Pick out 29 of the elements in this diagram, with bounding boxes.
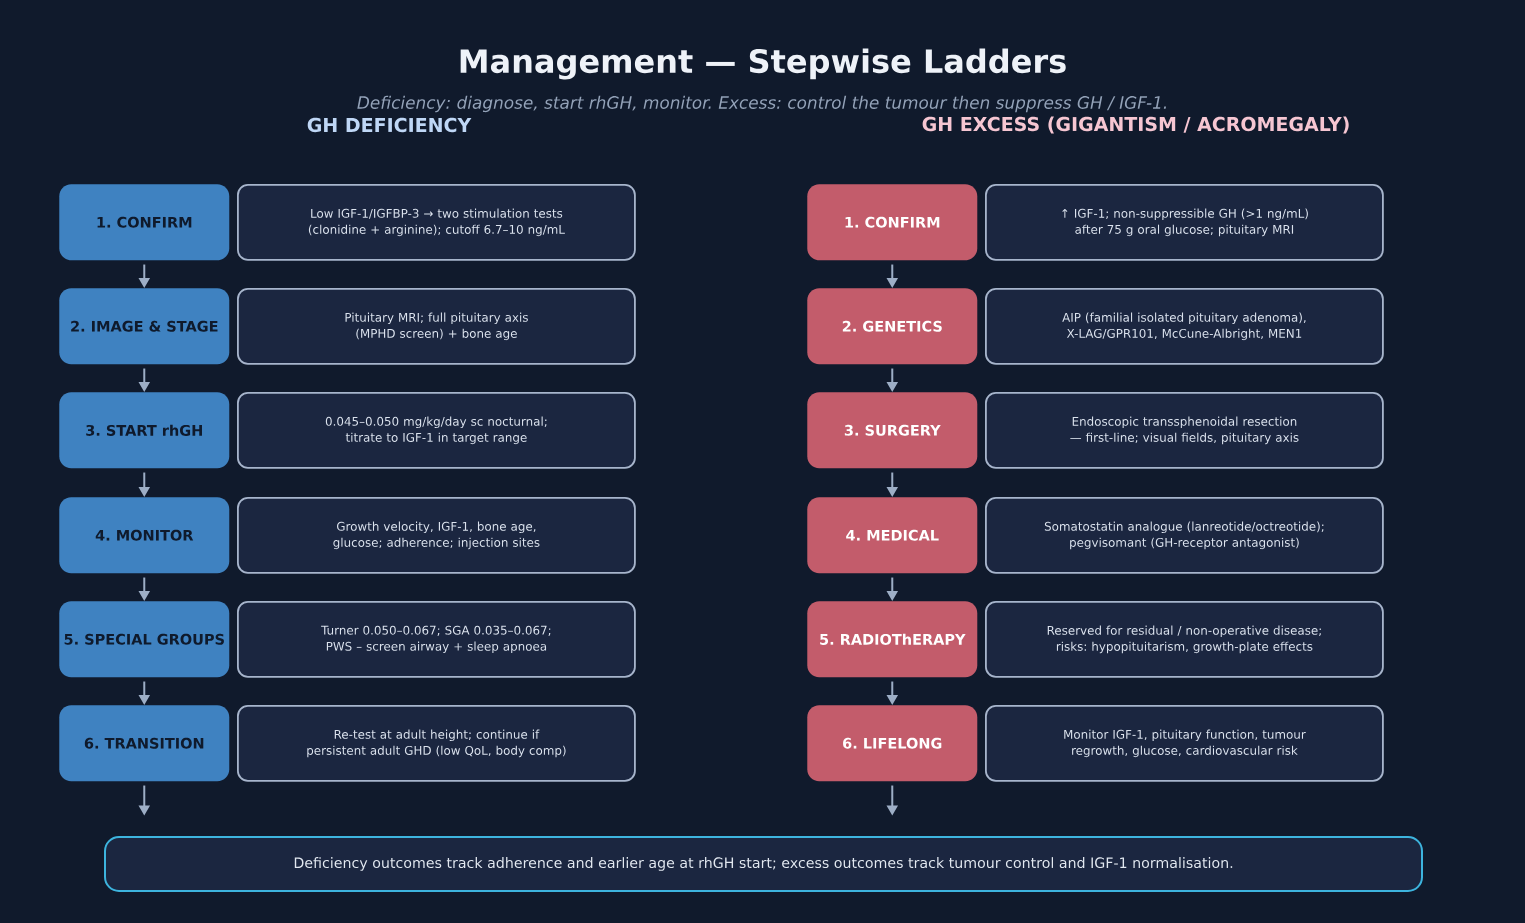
step-box: 6. LIFELONG [807, 705, 978, 782]
detail-box: Endoscopic transsphenoidal resection — first-line; visual fields, pituitary axis [985, 392, 1384, 469]
detail-box: Reserved for residual / non-operative disease; risks: hypopituitarism, growth-plate effects [985, 601, 1384, 678]
detail-box: Low IGF-1/IGFBP-3 → two stimulation tests (clonidine + arginine); cutoff 6.7–10 ng/mL [237, 184, 636, 261]
step-box: 4. MEDICAL [807, 497, 978, 574]
detail-box: 0.045–0.050 mg/kg/day sc nocturnal; titrate to IGF-1 in target range [237, 392, 636, 469]
step-box: 1. CONFIRM [59, 184, 230, 261]
detail-box: Turner 0.050–0.067; SGA 0.035–0.067; PWS – screen airway + sleep apnoea [237, 601, 636, 678]
detail-box: Somatostatin analogue (lanreotide/octreotide); pegvisomant (GH-receptor antagonist) [985, 497, 1384, 574]
step-box: 5. SPECIAL GROUPS [59, 601, 230, 678]
detail-box: Re-test at adult height; continue if persistent adult GHD (low QoL, body comp) [237, 705, 636, 782]
step-box: 2. GENETICS [807, 288, 978, 365]
detail-box: Growth velocity, IGF-1, bone age, glucose; adherence; injection sites [237, 497, 636, 574]
title: Management — Stepwise Ladders [460, 48, 1066, 80]
subtitle: Deficiency: diagnose, start rhGH, monitor. Excess: control the tumour then suppress GH / IGF-1. [357, 95, 1166, 113]
step-box: 6. TRANSITION [59, 705, 230, 782]
detail-box: Pituitary MRI; full pituitary axis (MPHD screen) + bone age [237, 288, 636, 365]
column-heading: GH EXCESS (GIGANTISM / ACROMEGALY) [922, 116, 1349, 134]
detail-box: AIP (familial isolated pituitary adenoma), X-LAG/GPR101, McCune-Albright, MEN1 [985, 288, 1384, 365]
step-box: 4. MONITOR [59, 497, 230, 574]
column-heading: GH DEFICIENCY [307, 117, 472, 133]
step-box: 2. IMAGE & STAGE [59, 288, 230, 365]
step-box: 3. SURGERY [807, 392, 978, 469]
step-box: 3. START rhGH [59, 392, 230, 469]
detail-box: ↑ IGF-1; non-suppressible GH (>1 ng/mL) after 75 g oral glucose; pituitary MRI [985, 184, 1384, 261]
step-box: 5. RADIOThERAPY [807, 601, 978, 678]
detail-box: Monitor IGF-1, pituitary function, tumour regrowth, glucose, cardiovascular risk [985, 705, 1384, 782]
step-box: 1. CONFIRM [807, 184, 978, 261]
summary-box: Deficiency outcomes track adherence and earlier age at rhGH start; excess outcomes track tumour control and IGF-1 normalisation. [104, 836, 1423, 892]
